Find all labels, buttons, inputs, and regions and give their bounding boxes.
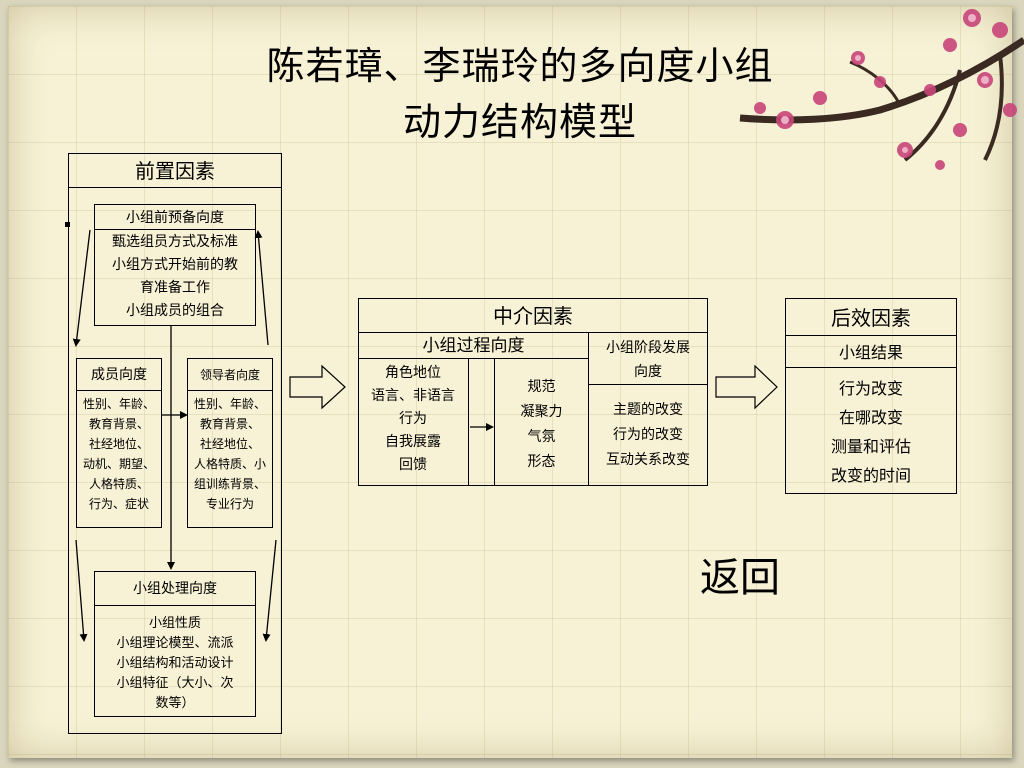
block-arrow-mediating-to-outcome [715,364,778,410]
arrow-leader-to-pre [254,230,269,346]
back-link[interactable]: 返回 [700,555,780,601]
member-dimension-title: 成员向度 [76,358,162,391]
group-process-left-items: 角色地位 语言、非语言 行为 自我展露 回馈 [371,365,455,473]
title-line-1: 陈若璋、李瑞玲的多向度小组 [266,44,774,88]
process-right-column [494,358,589,486]
pre-group-dimension-title: 小组前预备向度 [94,204,256,230]
treatment-dimension-items: 小组性质 小组理论模型、流派 小组结构和活动设计 小组特征（大小、次 数等） [116,616,234,711]
diagram-title: 陈若璋、李瑞玲的多向度小组 动力结构模型 [160,38,880,150]
group-process-right-items: 规范 凝聚力 气氛 形态 [520,379,563,470]
pre-group-dimension-items: 甄选组员方式及标准 小组方式开始前的教 育准备工作 小组成员的组合 [112,234,238,319]
group-result-title: 小组结果 [785,335,957,368]
treatment-dimension-title: 小组处理向度 [94,571,256,606]
stage-development-title: 小组阶段发展 向度 [588,332,708,385]
arrow-leader-to-treatment [262,539,277,642]
leader-dimension-title: 领导者向度 [187,358,273,391]
member-dimension-items: 性别、年龄、 教育背景、 社经地位、 动机、期望、 人格特质、 行为、症状 [82,397,155,511]
group-result-items: 行为改变 在哪改变 测量和评估 改变的时间 [830,379,911,485]
slide-background [8,6,1012,758]
arrow-member-to-treatment [75,539,88,642]
title-line-2: 动力结构模型 [402,100,637,144]
arrow-pre-to-member [72,229,91,347]
leader-dimension-items: 性别、年龄、 教育背景、 社经地位、 人格特质、小 组训练背景、 专业行为 [193,397,266,511]
stage-development-items: 主题的改变 行为的改变 互动关系改变 [606,402,690,468]
mediating-header: 中介因素 [358,298,708,333]
block-arrow-antecedent-to-mediating [289,364,346,410]
antecedent-header: 前置因素 [68,153,282,188]
bullet-marker [65,222,70,227]
